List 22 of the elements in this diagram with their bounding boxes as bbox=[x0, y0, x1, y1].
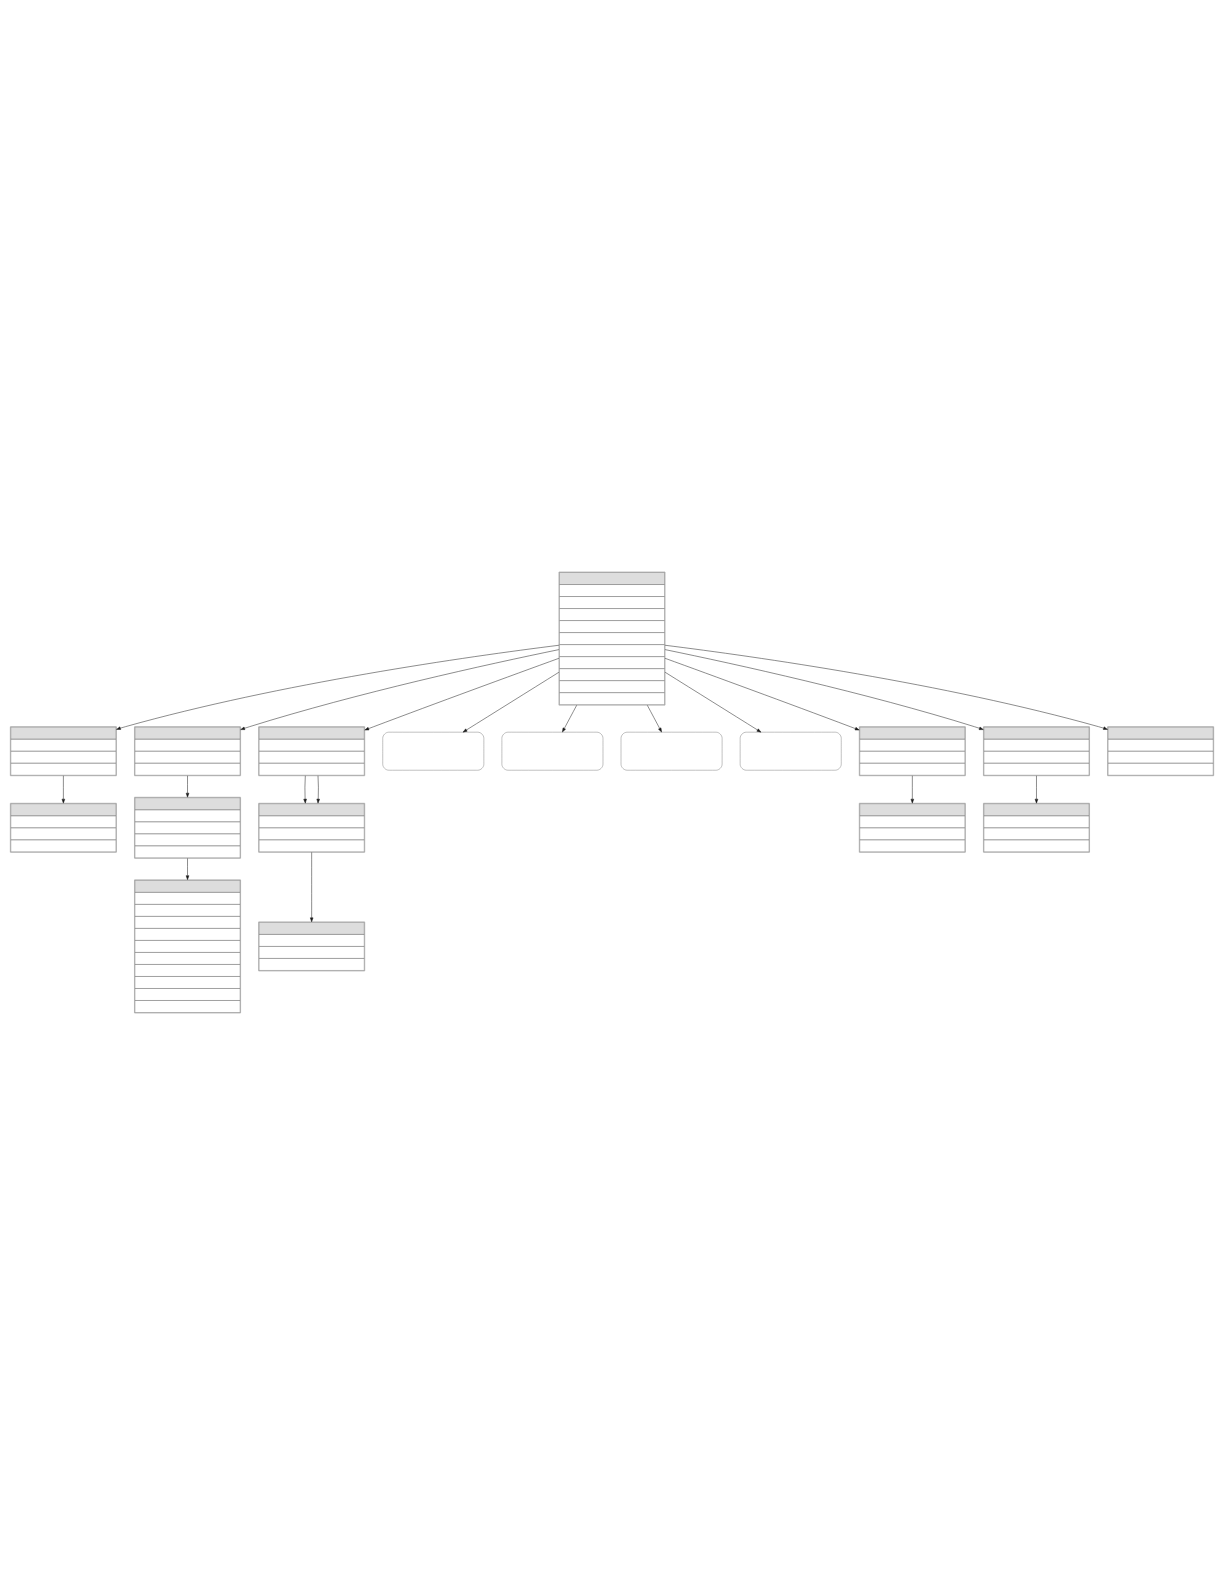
arrow bbox=[664, 648, 984, 730]
arrow bbox=[664, 644, 1108, 730]
arrow bbox=[910, 775, 914, 803]
arrow bbox=[647, 704, 662, 732]
arrow bbox=[116, 644, 560, 730]
node-oval bbox=[739, 731, 842, 770]
arrow bbox=[240, 648, 560, 730]
arrow bbox=[61, 775, 66, 803]
arrow bbox=[1034, 775, 1039, 803]
node-oval bbox=[501, 731, 604, 770]
arrow bbox=[185, 775, 190, 797]
arrow bbox=[310, 851, 314, 922]
arrow bbox=[316, 775, 320, 803]
arrow bbox=[562, 704, 577, 732]
arrow bbox=[664, 671, 762, 732]
arrow bbox=[664, 657, 860, 730]
arrow bbox=[303, 775, 307, 803]
arrow bbox=[185, 857, 190, 880]
node-oval bbox=[382, 731, 485, 770]
arrow bbox=[462, 671, 560, 732]
arrow bbox=[364, 657, 560, 730]
node-oval bbox=[620, 731, 723, 770]
